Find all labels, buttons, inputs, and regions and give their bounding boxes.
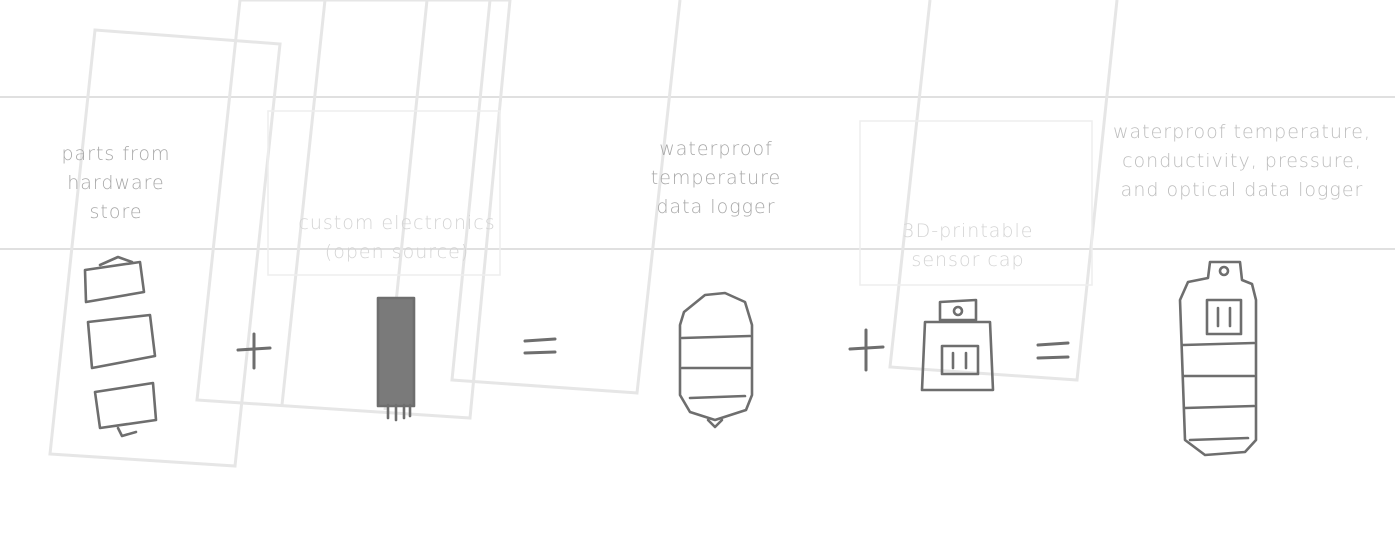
caption-sensor-cap: 3D-printable sensor cap [902,220,1034,271]
tilted-frame-3 [450,0,682,395]
equals-sign-2 [1036,341,1070,360]
caption-electronics: custom electronics (open source) [298,212,496,263]
tilted-frame-1 [48,28,282,468]
tilted-frame-4 [888,0,1119,382]
full-logger-icon [1178,260,1258,457]
equals-sign-1 [523,337,557,355]
plus-sign-1 [236,332,272,370]
caption-parts: parts from hardware store [61,143,171,223]
caption-temp-logger: waterproof temperature data logger [650,138,782,218]
caption-box-electronics [267,110,501,276]
electronics-board-icon [376,296,416,422]
plus-sign-2 [848,328,885,372]
sensor-cap-icon [920,298,995,392]
tilted-frame-2 [195,0,512,420]
caption-box-sensor-cap [859,120,1093,286]
tilted-frame-edge-a [280,0,327,406]
temperature-logger-icon [678,291,754,429]
hardware-parts-icon [83,255,158,438]
caption-full-logger: waterproof temperature, conductivity, pr… [1112,121,1372,201]
